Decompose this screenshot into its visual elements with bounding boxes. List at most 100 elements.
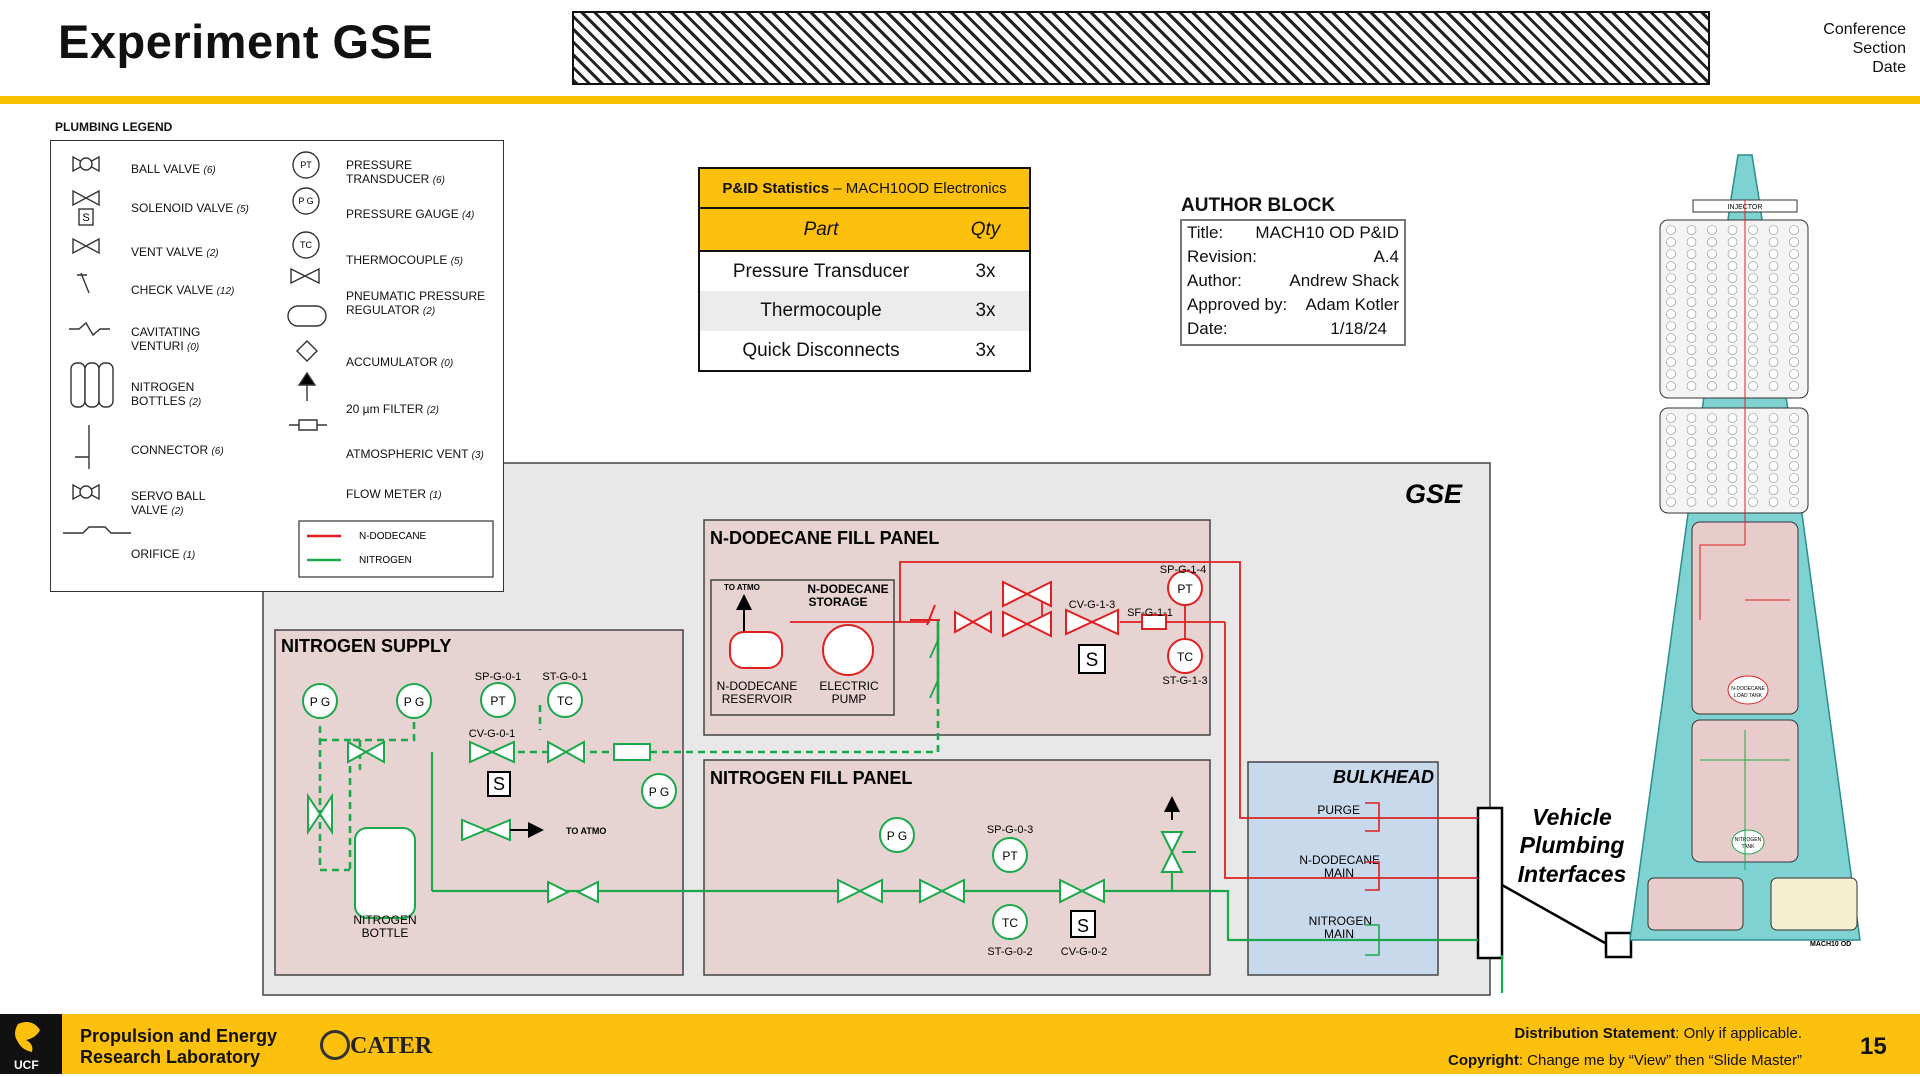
rocket-sensor-dot bbox=[1707, 437, 1717, 447]
rocket-sensor-dot bbox=[1748, 413, 1758, 423]
rocket-sensor-dot bbox=[1666, 497, 1676, 507]
vehicle-n2-tank-2: TANK bbox=[1742, 844, 1756, 850]
rocket-sensor-dot bbox=[1666, 297, 1676, 307]
rocket-sensor-dot bbox=[1727, 237, 1738, 247]
ns-pg-2: P G bbox=[404, 695, 424, 709]
rocket-sensor-dot bbox=[1768, 237, 1779, 247]
rocket-sensor-dot bbox=[1789, 321, 1799, 331]
tc-icon bbox=[292, 231, 320, 259]
rocket-sensor-dot bbox=[1727, 261, 1738, 271]
author-block-heading: AUTHOR BLOCK bbox=[1181, 195, 1336, 216]
rocket-sensor-dot bbox=[1666, 273, 1676, 283]
rocket-sensor-dot bbox=[1727, 225, 1738, 235]
legend-icons: PT P G TC S N-DODECANE NITROGEN bbox=[63, 151, 494, 578]
rocket-sensor-dot bbox=[1666, 425, 1676, 435]
rocket-sensor-dot bbox=[1789, 261, 1799, 271]
vehicle-load-tank-1: N-DODECANE bbox=[1731, 686, 1765, 692]
legend-item-orifice: ORIFICE (1) bbox=[131, 547, 196, 561]
rocket-sensor-dot bbox=[1727, 497, 1738, 507]
stats-row-part: Pressure Transducer bbox=[698, 251, 942, 291]
rocket-sensor-dot bbox=[1789, 357, 1799, 367]
ns-solenoid: S bbox=[493, 774, 505, 794]
rocket-sensor-dot bbox=[1707, 237, 1717, 247]
rocket-sensor-dot bbox=[1789, 225, 1799, 235]
nf-tc: TC bbox=[1002, 916, 1018, 930]
rocket-sensor-dot bbox=[1707, 425, 1717, 435]
meta-section: Section bbox=[1852, 40, 1906, 57]
rocket-sensor-dot bbox=[1707, 273, 1717, 283]
rocket-sensor-dot bbox=[1748, 357, 1758, 367]
legend-item-accumulator: ACCUMULATOR (0) bbox=[346, 355, 454, 369]
rocket-sensor-dot bbox=[1748, 437, 1758, 447]
bulkhead-dodecane-main-1: N-DODECANE bbox=[1299, 853, 1380, 867]
vehicle-model: MACH10 OD bbox=[1810, 941, 1851, 948]
rocket-sensor-dot bbox=[1727, 273, 1738, 283]
rocket-sensor-dot bbox=[1666, 357, 1676, 367]
dodecane-pt: PT bbox=[1177, 582, 1193, 596]
rocket-sensor-dot bbox=[1768, 333, 1779, 343]
rocket-sensor-dot bbox=[1686, 225, 1697, 235]
ns-pg-3: P G bbox=[649, 785, 669, 799]
meta-conference: Conference bbox=[1823, 21, 1906, 38]
bottles-icon bbox=[70, 362, 86, 408]
rocket-sensor-dot bbox=[1686, 285, 1697, 295]
author-row: Author:Andrew Shack bbox=[1187, 271, 1399, 290]
nitrogen-fill-panel bbox=[703, 759, 1211, 976]
ns-pg-1: P G bbox=[310, 695, 330, 709]
rocket-sensor-dot bbox=[1686, 357, 1697, 367]
rocket-sensor-dot bbox=[1748, 425, 1758, 435]
rocket-sensor-dot bbox=[1707, 381, 1717, 391]
rocket-sensor-dot bbox=[1789, 369, 1799, 379]
ns-tc: TC bbox=[557, 694, 573, 708]
legend-item-vent-valve: VENT VALVE (2) bbox=[131, 245, 219, 259]
rocket-sensor-dot bbox=[1686, 473, 1697, 483]
rocket-sensor-dot bbox=[1707, 309, 1717, 319]
dodecane-sp-label: SP-G-1-4 bbox=[1160, 564, 1206, 576]
rocket-sensor-dot bbox=[1748, 297, 1758, 307]
nitrogen-key-label: NITROGEN bbox=[359, 555, 412, 566]
rocket-sensor-dot bbox=[1707, 345, 1717, 355]
rocket-sensor-dot bbox=[1707, 461, 1717, 471]
legend-title: PLUMBING LEGEND bbox=[55, 120, 173, 134]
rocket-sensor-dot bbox=[1789, 497, 1799, 507]
dodecane-sf-label: SF-G-1-1 bbox=[1127, 607, 1173, 619]
legend-item-pg: PRESSURE GAUGE (4) bbox=[346, 207, 475, 221]
cater-gear-icon bbox=[320, 1030, 350, 1060]
flow-meter-icon bbox=[289, 419, 327, 431]
rocket-sensor-dot bbox=[1686, 381, 1697, 391]
rocket-sensor-dot bbox=[1666, 345, 1676, 355]
rocket-sensor-dot bbox=[1686, 345, 1697, 355]
rocket-sensor-dot bbox=[1686, 425, 1697, 435]
dodecane-reservoir-1: N-DODECANE bbox=[717, 679, 798, 693]
rocket-sensor-dot bbox=[1727, 425, 1738, 435]
rocket-sensor-dot bbox=[1789, 413, 1799, 423]
orifice-icon bbox=[63, 526, 131, 534]
ns-cv-label: CV-G-0-1 bbox=[469, 728, 515, 740]
vehicle-callout-3: Interfaces bbox=[1518, 861, 1627, 887]
dodecane-storage-2: STORAGE bbox=[808, 595, 867, 609]
pid-stats-table: P&ID Statistics – MACH10OD Electronics P… bbox=[698, 167, 1031, 372]
stats-row-qty: 3x bbox=[942, 251, 1031, 291]
regulator-icon bbox=[290, 267, 320, 285]
rocket-sensor-dot bbox=[1789, 297, 1799, 307]
rocket-sensor-dot bbox=[1686, 249, 1697, 259]
rocket-sensor-dot bbox=[1707, 473, 1717, 483]
rocket-sensor-dot bbox=[1789, 485, 1799, 495]
dodecane-reservoir-2: RESERVOIR bbox=[722, 692, 793, 706]
rocket-sensor-dot bbox=[1768, 345, 1779, 355]
legend-item-regulator: PNEUMATIC PRESSURE REGULATOR (2) bbox=[346, 289, 486, 317]
rocket-sensor-dot bbox=[1666, 321, 1676, 331]
legend-item-venturi: CAVITATING VENTURI (0) bbox=[131, 325, 201, 353]
dodecane-storage-box bbox=[710, 579, 895, 716]
rocket-sensor-dot bbox=[1666, 381, 1676, 391]
hatched-banner bbox=[572, 11, 1710, 85]
rocket-sensor-dot bbox=[1768, 297, 1779, 307]
rocket-sensor-dot bbox=[1666, 461, 1676, 471]
dodecane-storage-1: N-DODECANE bbox=[807, 582, 888, 596]
stats-row-part: Thermocouple bbox=[698, 291, 942, 331]
legend-item-bottles: NITROGEN BOTTLES (2) bbox=[131, 380, 202, 408]
rocket-sensor-dot bbox=[1727, 381, 1738, 391]
rocket-sensor-dot bbox=[1727, 345, 1738, 355]
nitrogen-supply-components bbox=[302, 682, 677, 919]
vehicle-n2-tank-1: NITROGEN bbox=[1735, 837, 1762, 843]
